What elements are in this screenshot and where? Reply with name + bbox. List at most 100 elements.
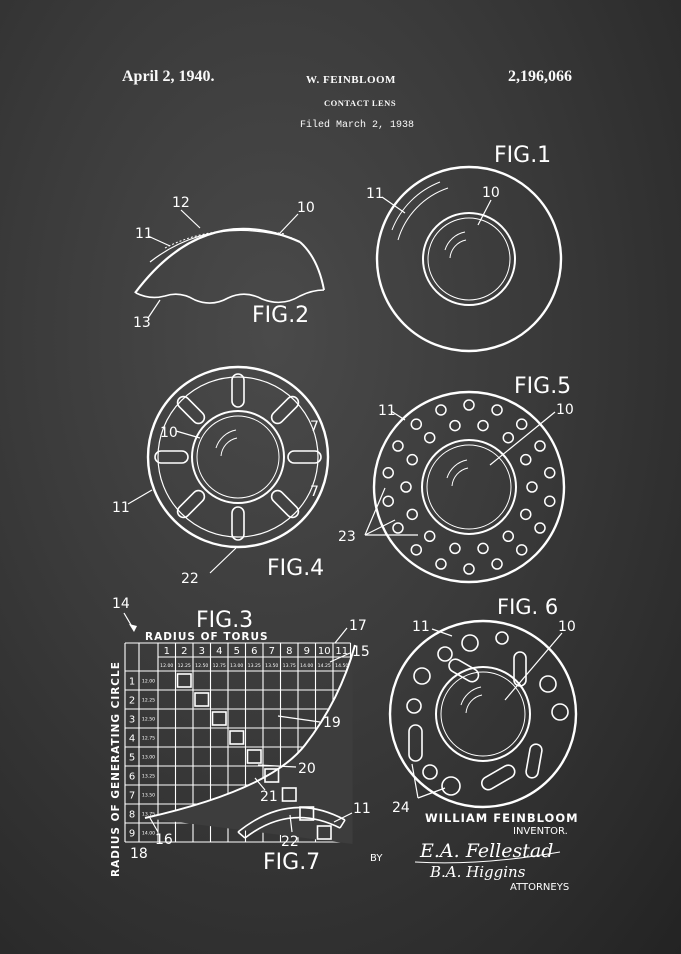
footer: WILLIAM FEINBLOOM INVENTOR. BY E.A. Fell… <box>370 811 579 893</box>
fig4-spoke <box>287 450 322 464</box>
fig4-optic-inner <box>196 415 280 499</box>
fig6-slot <box>525 743 543 779</box>
fig3-row-number: 3 <box>129 715 135 726</box>
fig5-hole <box>520 508 532 521</box>
fig5-hole <box>392 440 404 452</box>
fig6-slot <box>480 764 516 791</box>
fig3-diagonal-cell <box>176 673 192 688</box>
fig2-leader-10 <box>279 213 299 234</box>
fig5-hole <box>515 544 528 556</box>
fig3-col-value: 14.00 <box>300 663 313 669</box>
fig1-optic-zone <box>422 212 516 306</box>
fig3-label: FIG.3 <box>196 608 253 633</box>
fig6-hole <box>437 646 453 662</box>
fig3-col-number: 10 <box>318 646 331 657</box>
fig4: 10 7 7 11 22 FIG.4 <box>112 365 330 587</box>
fig6-slot <box>408 724 423 762</box>
fig6-callout-10: 10 <box>558 619 576 635</box>
fig3-row-value: 12.50 <box>142 717 155 723</box>
fig5-hole <box>463 399 475 411</box>
fig6-slot <box>513 651 527 687</box>
by-label: BY <box>370 853 383 864</box>
fig6-hole <box>551 703 569 721</box>
fig7: 22 11 FIG.7 <box>237 801 371 875</box>
fig3-col-value: 12.50 <box>195 663 208 669</box>
fig3-row-number: 9 <box>129 829 135 840</box>
fig2-leader-11 <box>147 235 171 247</box>
fig6-hole <box>406 698 422 714</box>
fig7-arc-outer <box>237 806 346 833</box>
fig3-row-value: 13.50 <box>142 793 155 799</box>
fig3-row-value: 13.25 <box>142 774 155 780</box>
fig3-col-number: 4 <box>216 646 222 657</box>
fig3-col-value: 14.25 <box>318 663 331 669</box>
fig3-diagonal-cell <box>229 730 245 745</box>
fig5-shine2 <box>451 467 469 487</box>
fig2-lens-layer <box>149 229 293 263</box>
fig3-col-number: 7 <box>269 646 275 657</box>
fig4-leader-11 <box>127 489 153 505</box>
fig2-label: FIG.2 <box>252 303 309 328</box>
fig1-outer-ring <box>375 165 563 353</box>
fig4-spoke <box>270 489 300 519</box>
patent-title: CONTACT LENS <box>324 98 397 108</box>
fig4-spoke <box>231 506 245 541</box>
fig3-arrowhead <box>129 624 137 632</box>
patent-date: April 2, 1940. <box>122 68 215 85</box>
fig3-diagonal-cell <box>246 749 262 764</box>
fig1-optic-inner <box>427 217 511 301</box>
fig6-shine <box>460 686 482 706</box>
fig5-hole <box>477 419 489 432</box>
fig5-outer-ring <box>372 390 566 584</box>
fig3-col-value: 12.75 <box>213 663 226 669</box>
fig3-col-number: 5 <box>234 646 240 657</box>
fig6-hole <box>539 675 557 693</box>
fig5-hole <box>423 431 436 444</box>
inventor-role: INVENTOR. <box>513 826 568 837</box>
fig7-leader-22 <box>289 814 293 833</box>
fig2-right-edge <box>299 241 325 291</box>
fig5-leader-23a <box>364 487 386 536</box>
fig3-diagonal-cell <box>194 692 210 707</box>
fig3-row-number: 2 <box>129 696 135 707</box>
fig5-hole <box>526 481 538 493</box>
fig3-leader-20 <box>257 764 297 768</box>
fig3-row-number: 5 <box>129 753 135 764</box>
fig3-diagonal-cell <box>211 711 227 726</box>
fig3-leader-17 <box>334 627 348 644</box>
fig3-diagonal <box>176 673 332 840</box>
fig3-leader-16 <box>149 817 159 833</box>
fig3-diagonal-cell <box>281 787 297 802</box>
fig7-arc-inner <box>244 816 341 839</box>
fig4-shine <box>215 429 237 449</box>
fig3-row-value: 14.00 <box>142 831 155 837</box>
fig6-hole <box>413 667 431 685</box>
inventor-name: WILLIAM FEINBLOOM <box>425 811 579 825</box>
fig6-hole <box>461 634 479 652</box>
fig5-hole <box>406 508 418 521</box>
fig3-col-value: 14.50 <box>335 663 348 669</box>
fig5-hole <box>382 467 394 479</box>
fig6-callout-11: 11 <box>412 619 430 635</box>
fig3-col-number: 2 <box>181 646 187 657</box>
fig5-hole <box>435 558 447 570</box>
fig7-arc-end <box>339 819 346 829</box>
fig2-hatch <box>164 229 286 249</box>
fig2-callout-13: 13 <box>133 315 151 331</box>
fig1-leader-10 <box>477 199 492 226</box>
fig6-callout-24: 24 <box>392 800 410 816</box>
fig4-callout-11: 11 <box>112 500 130 516</box>
fig2-wavy-base <box>135 289 325 304</box>
fig5-hole <box>410 418 423 430</box>
fig7-label: FIG.7 <box>263 850 320 875</box>
fig5: 11 10 23 FIG.5 <box>338 374 574 584</box>
fig3-row-value: 13.00 <box>142 755 155 761</box>
fig1-callout-11: 11 <box>366 186 384 202</box>
fig3: 14 FIG.3 RADIUS OF TORUS RADIUS OF GENER… <box>110 596 370 877</box>
fig5-hole <box>520 453 532 466</box>
filed-date: Filed March 2, 1938 <box>300 120 415 131</box>
fig3-row-value: 12.00 <box>142 679 155 685</box>
fig3-grid: 112.00212.25312.50412.75513.00613.25713.… <box>124 642 355 844</box>
fig2-callout-12: 12 <box>172 195 190 211</box>
